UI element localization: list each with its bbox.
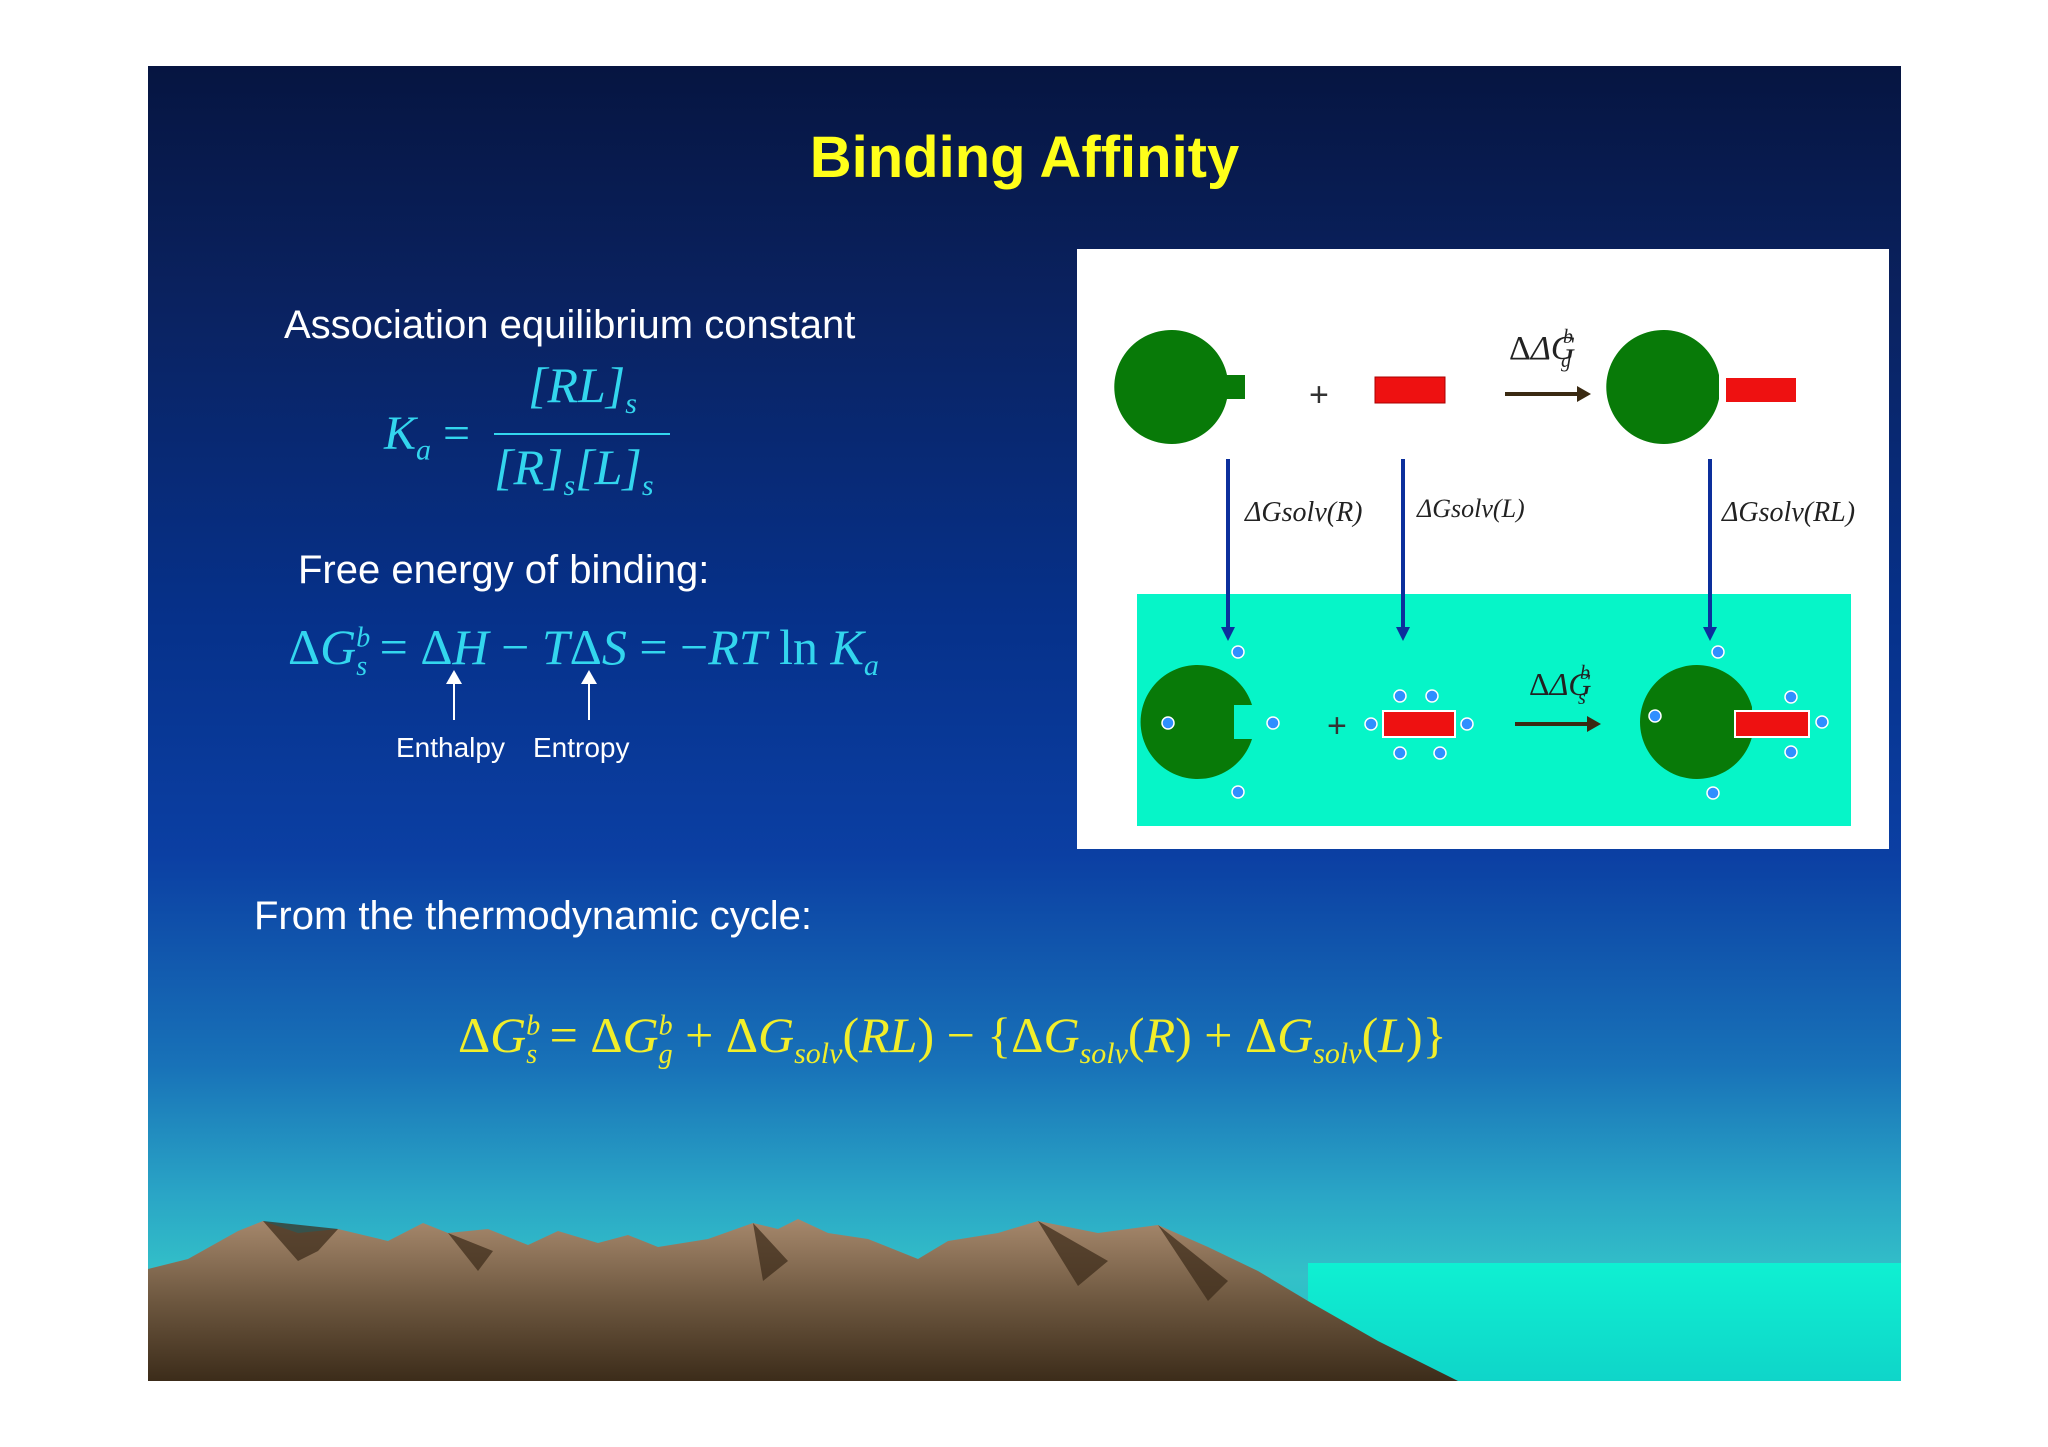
ka-denominator-r: [R] bbox=[494, 439, 564, 495]
mountain-landscape bbox=[148, 1219, 1901, 1381]
solv-l-label: ΔGsolv(L) bbox=[1416, 494, 1525, 523]
entropy-arrow bbox=[581, 670, 597, 720]
enthalpy-arrow bbox=[446, 670, 462, 720]
ka-denominator-l: [L] bbox=[575, 439, 642, 495]
slide-title: Binding Affinity bbox=[809, 125, 1240, 190]
ligand-solvated bbox=[1382, 710, 1456, 738]
svg-text:ΔΔG: ΔΔG bbox=[1529, 666, 1591, 702]
solv-sup: b bbox=[1580, 662, 1590, 684]
ka-numerator-sub: s bbox=[625, 387, 637, 420]
mountain-range bbox=[148, 1219, 1458, 1381]
plus-sign-gas: + bbox=[1309, 376, 1329, 414]
cycle-label: From the thermodynamic cycle: bbox=[254, 894, 812, 938]
complex-gas-ligand bbox=[1724, 376, 1798, 404]
assoc-label: Association equilibrium constant bbox=[284, 303, 856, 347]
free-energy-equation: ΔGbs = ΔH − TΔS = −RT ln Ka bbox=[288, 619, 879, 682]
ka-equation: Ka = [RL]s [R]s[L]s bbox=[384, 357, 814, 506]
solv-r-label: ΔGsolv(R) bbox=[1244, 497, 1363, 528]
solv-sub: s bbox=[1578, 687, 1586, 709]
gas-sub: g bbox=[1561, 350, 1571, 372]
solv-rl-label: ΔGsolv(RL) bbox=[1721, 497, 1855, 528]
complex-solvated-receptor bbox=[1640, 665, 1752, 779]
ka-symbol: K bbox=[384, 407, 417, 460]
slide: Binding Affinity Association equilibrium… bbox=[148, 66, 1901, 1381]
receptor-solvated bbox=[1140, 665, 1252, 779]
ligand-gas bbox=[1374, 376, 1446, 404]
ka-subscript: a bbox=[416, 433, 432, 467]
enthalpy-label: Enthalpy bbox=[396, 732, 505, 763]
free-energy-label: Free energy of binding: bbox=[298, 548, 710, 592]
gas-sup: b bbox=[1563, 326, 1573, 348]
ka-numerator: [RL] bbox=[528, 357, 626, 413]
svg-text:ΔΔG: ΔΔG bbox=[1509, 330, 1575, 367]
entropy-label: Entropy bbox=[533, 732, 630, 763]
water-dot bbox=[1231, 645, 1245, 659]
cycle-equation: ΔGbs = ΔGbg + ΔGsolv(RL) − {ΔGsolv(R) + … bbox=[458, 1007, 1447, 1070]
plus-sign-solv: + bbox=[1327, 707, 1347, 745]
cycle-svg: + ΔΔG b g ΔGsolv(R) ΔGsolv(L) ΔGsolv(RL) bbox=[1114, 326, 1855, 826]
fraction-bar bbox=[494, 433, 670, 435]
thermodynamic-cycle-diagram: + ΔΔG b g ΔGsolv(R) ΔGsolv(L) ΔGsolv(RL) bbox=[1077, 249, 1889, 849]
receptor-gas bbox=[1114, 330, 1245, 444]
complex-solvated-ligand bbox=[1734, 710, 1810, 738]
complex-gas-receptor bbox=[1606, 330, 1719, 444]
